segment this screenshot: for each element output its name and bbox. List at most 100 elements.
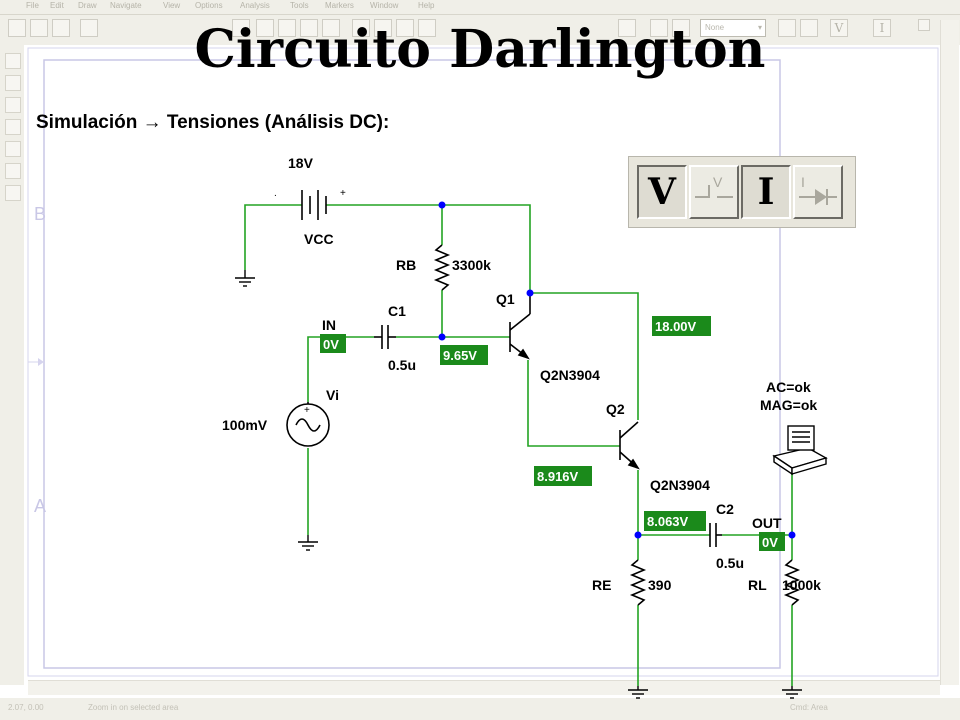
folder-icon[interactable] xyxy=(672,19,690,37)
rectangle-tool-icon[interactable] xyxy=(5,75,21,91)
new-file-icon[interactable] xyxy=(8,19,26,37)
vcc-minus: . xyxy=(274,188,277,199)
zoom-fit-icon[interactable] xyxy=(322,19,340,37)
voltage-badge-in: 0V xyxy=(320,334,346,353)
zoom-area-icon[interactable] xyxy=(300,19,318,37)
ground-vcc-icon xyxy=(235,270,255,287)
vi-name: Vi xyxy=(326,387,339,403)
save-icon[interactable] xyxy=(52,19,70,37)
window-icon[interactable] xyxy=(650,19,668,37)
resistor-re[interactable] xyxy=(629,559,647,606)
q1-model: Q2N3904 xyxy=(540,367,600,383)
marker-diff-icon[interactable] xyxy=(800,19,818,37)
probe-icon[interactable] xyxy=(618,19,636,37)
probe-mag-status: MAG=ok xyxy=(760,397,817,413)
menu-analysis[interactable]: Analysis xyxy=(240,1,270,10)
horizontal-scrollbar[interactable] xyxy=(28,680,940,695)
menu-file[interactable]: File xyxy=(26,1,39,10)
printer-probe-icon[interactable] xyxy=(772,425,828,476)
menu-view[interactable]: View xyxy=(163,1,181,10)
resistor-rl[interactable] xyxy=(783,559,801,606)
svg-text:8.916V: 8.916V xyxy=(537,469,579,484)
vertical-scrollbar[interactable] xyxy=(940,20,959,685)
bias-current-button[interactable]: I xyxy=(741,165,791,219)
line-tool-icon[interactable] xyxy=(5,53,21,69)
page-icon[interactable] xyxy=(374,19,392,37)
battery-vcc[interactable] xyxy=(301,190,327,220)
draw-palette xyxy=(0,45,24,685)
menu-edit[interactable]: Edit xyxy=(50,1,64,10)
menu-bar: File Edit Draw Navigate View Options Ana… xyxy=(0,0,960,15)
resistor-rb[interactable] xyxy=(433,244,451,291)
c2-name: C2 xyxy=(716,501,734,517)
voltage-marker-button[interactable]: V xyxy=(689,165,739,219)
re-name: RE xyxy=(592,577,611,593)
menu-options[interactable]: Options xyxy=(195,1,223,10)
svg-text:V: V xyxy=(713,174,723,190)
image-tool-icon[interactable] xyxy=(5,185,21,201)
menu-help[interactable]: Help xyxy=(418,1,435,10)
status-message: Zoom in on selected area xyxy=(88,703,179,712)
menu-tools[interactable]: Tools xyxy=(290,1,309,10)
copy-icon[interactable] xyxy=(352,19,370,37)
node-dots xyxy=(438,201,796,539)
menu-navigate[interactable]: Navigate xyxy=(110,1,142,10)
svg-text:18.00V: 18.00V xyxy=(655,319,697,334)
c1-value: 0.5u xyxy=(388,357,416,373)
in-net-label: IN xyxy=(322,317,336,333)
part-icon[interactable] xyxy=(418,19,436,37)
vi-value: 100mV xyxy=(222,417,268,433)
svg-text:+: + xyxy=(304,405,310,416)
color-tool-icon[interactable] xyxy=(5,141,21,157)
chevron-down-icon: ▾ xyxy=(757,23,762,32)
menu-window[interactable]: Window xyxy=(370,1,399,10)
zoom-in-icon[interactable] xyxy=(256,19,274,37)
bias-voltage-button[interactable]: V xyxy=(637,165,687,219)
voltage-badge-base-q1: 9.65V xyxy=(440,345,488,365)
zoom-out-icon[interactable] xyxy=(278,19,296,37)
svg-text:I: I xyxy=(801,174,805,190)
wires xyxy=(244,204,793,686)
open-folder-icon[interactable] xyxy=(30,19,48,37)
voltage-badge-emitter-q2: 8.063V xyxy=(644,511,706,531)
q2-name: Q2 xyxy=(606,401,625,417)
status-coordinates: 2.07, 0.00 xyxy=(8,703,44,712)
bias-voltage-label: V xyxy=(648,171,676,213)
text-tool-icon[interactable] xyxy=(5,163,21,179)
menu-markers[interactable]: Markers xyxy=(325,1,354,10)
voltage-marker-icon: V xyxy=(695,174,733,198)
slide-title: Circuito Darlington xyxy=(194,19,766,80)
c1-name: C1 xyxy=(388,303,406,319)
svg-text:0V: 0V xyxy=(323,337,339,352)
toolbar: None ▾ V I xyxy=(0,15,960,45)
sine-source-vi[interactable]: + xyxy=(286,402,330,447)
hierarchy-icon[interactable] xyxy=(396,19,414,37)
marker-icon[interactable] xyxy=(778,19,796,37)
c2-value: 0.5u xyxy=(716,555,744,571)
voltage-toggle-small[interactable]: V xyxy=(830,19,848,37)
profile-select[interactable]: None ▾ xyxy=(700,19,766,37)
current-marker-icon: I xyxy=(799,174,837,205)
bias-current-label: I xyxy=(757,171,775,213)
ellipse-tool-icon[interactable] xyxy=(5,97,21,113)
capacitor-c2[interactable] xyxy=(709,523,722,547)
vcc-name: VCC xyxy=(304,231,334,247)
menu-draw[interactable]: Draw xyxy=(78,1,97,10)
voltage-badge-collector: 18.00V xyxy=(652,316,711,336)
current-marker-button[interactable]: I xyxy=(793,165,843,219)
probe-ac-status: AC=ok xyxy=(766,379,811,395)
minimize-icon[interactable] xyxy=(918,19,930,31)
voltage-badge-base-q2: 8.916V xyxy=(534,466,592,486)
frame-label-b: B xyxy=(34,204,46,224)
transistor-q2[interactable] xyxy=(619,421,640,470)
arc-tool-icon[interactable] xyxy=(5,119,21,135)
rl-name: RL xyxy=(748,577,767,593)
capacitor-c1[interactable] xyxy=(374,325,396,349)
pencil-icon[interactable] xyxy=(232,19,250,37)
print-icon[interactable] xyxy=(80,19,98,37)
current-toggle-small[interactable]: I xyxy=(873,19,891,37)
rb-value: 3300k xyxy=(452,257,491,273)
voltage-current-toolbar: V V I I xyxy=(628,156,856,228)
